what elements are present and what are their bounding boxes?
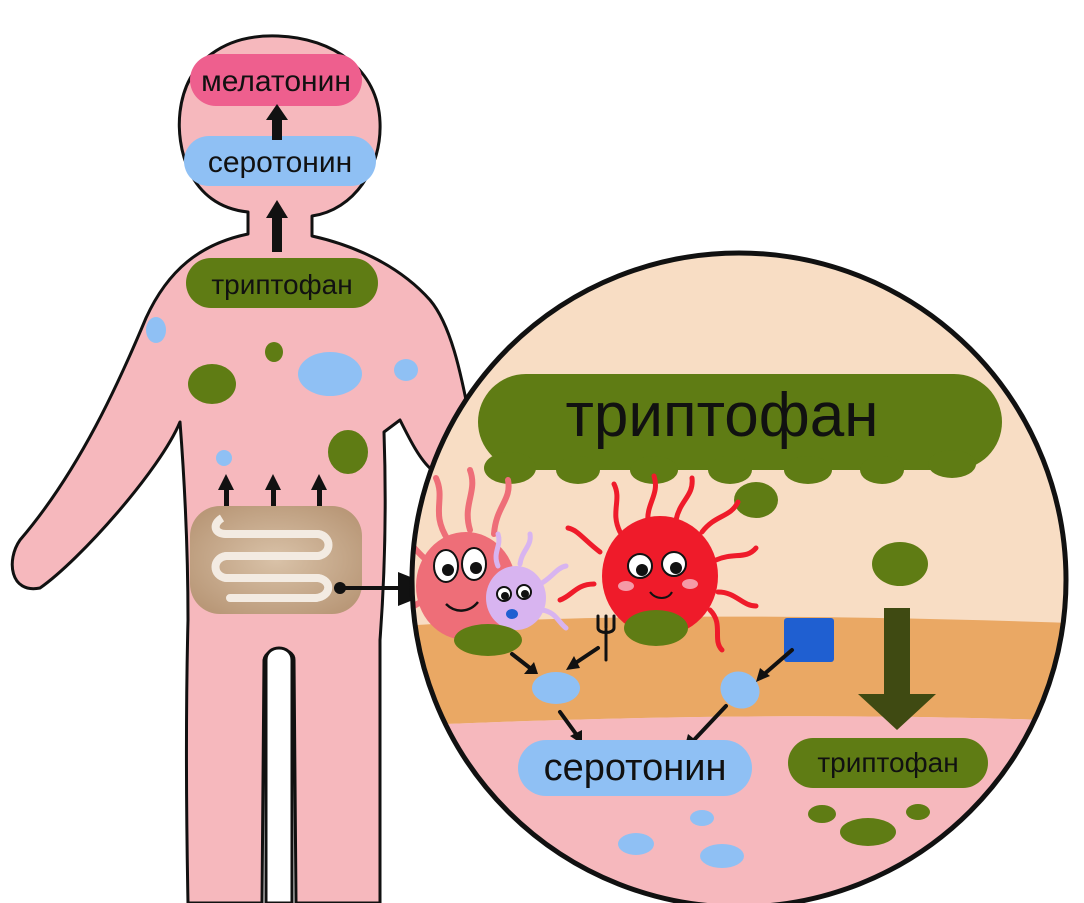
down-arrow-icon [858, 608, 936, 730]
melatonin-band [190, 54, 362, 106]
tryptophan-blob [872, 542, 928, 586]
serotonin-label-zoom: серотонин [544, 747, 727, 789]
up-arrow-icon [311, 474, 327, 506]
tryptophan-blob [734, 482, 778, 518]
tryptophan-label-chest: триптофан [211, 269, 352, 300]
tryptophan-band-chest [186, 258, 378, 308]
zoom-circle-outline [409, 250, 1069, 903]
molecule-blobs-zoom [618, 804, 930, 868]
serotonin-label-head: серотонин [208, 146, 352, 179]
molecule-blobs [146, 317, 418, 474]
intestine-icon [190, 506, 362, 614]
human-body: мелатонин серотонин триптофан [10, 34, 470, 903]
serotonin-band-zoom [518, 740, 752, 796]
fork-icon [596, 614, 616, 662]
serotonin-blob [532, 672, 580, 704]
microbe-icon [486, 531, 569, 631]
leg-gap [264, 646, 294, 903]
process-arrows [510, 646, 794, 742]
tryptophan-band-zoom [788, 738, 988, 788]
up-arrow-icon [265, 474, 281, 506]
up-arrow-icon [266, 104, 288, 140]
tryptophan-cloud [478, 374, 1002, 484]
blue-block [784, 618, 834, 662]
microbe-icon [557, 473, 759, 653]
tryptophan-label-zoom: триптофан [817, 747, 958, 778]
melatonin-label: мелатонин [201, 65, 351, 98]
tryptophan-label-large: триптофан [566, 381, 879, 450]
up-arrow-icon [218, 474, 234, 506]
up-arrow-icon [266, 200, 288, 252]
serotonin-band-head [184, 136, 376, 186]
serotonin-blob [720, 671, 760, 709]
zoom-circle: триптофан [409, 250, 1069, 903]
tryptophan-blob [454, 624, 522, 656]
tryptophan-blob [624, 610, 688, 646]
